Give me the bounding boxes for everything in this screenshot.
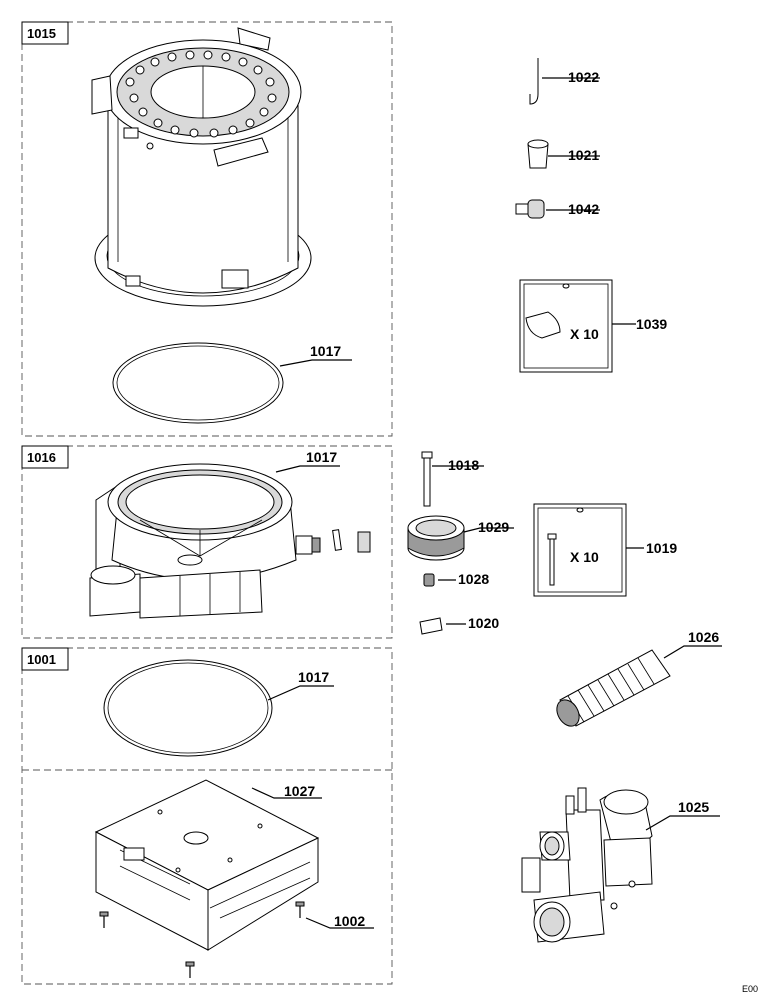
rim-holes (125, 50, 277, 138)
chassis-base: 1027 1002 (94, 779, 374, 978)
label-1027: 1027 (284, 783, 315, 799)
bag-1019: X 10 1019 (533, 503, 677, 597)
label-1025: 1025 (678, 799, 709, 815)
label-1017-a: 1017 (310, 343, 341, 359)
label-1022: 1022 (568, 69, 599, 85)
bag-1039: X 10 1039 (519, 279, 667, 373)
group-1015-frame: 1015 (21, 21, 393, 437)
clip-1028: 1028 (423, 571, 489, 587)
label-1042: 1042 (568, 201, 599, 217)
label-1021: 1021 (568, 147, 599, 163)
sensor-1042: 1042 (515, 199, 600, 219)
group-1016-frame: 1016 (21, 445, 393, 639)
label-1018: 1018 (448, 457, 479, 473)
group-1001-frame: 1001 (21, 647, 393, 985)
heat-exchanger-cylinder (91, 27, 312, 307)
label-1020: 1020 (468, 615, 499, 631)
cap-1021: 1021 (527, 139, 600, 169)
plate-1020: 1020 (419, 615, 499, 635)
manifold-1025: 1025 (521, 787, 720, 943)
hose-1026: 1026 (556, 629, 722, 727)
label-1028: 1028 (458, 571, 489, 587)
drawing-code: E00 (742, 984, 758, 994)
label-1026: 1026 (688, 629, 719, 645)
coil-1029: 1029 (407, 515, 514, 561)
gasket-ring-top: 1017 (112, 342, 352, 424)
label-1019: 1019 (646, 540, 677, 556)
j-hook-1022: 1022 (529, 58, 600, 105)
group-label-1001: 1001 (27, 652, 56, 667)
screw-1018: 1018 (421, 451, 484, 507)
label-1017-b: 1017 (306, 449, 337, 465)
label-1017-c: 1017 (298, 669, 329, 685)
combustion-chamber: 1017 (89, 449, 371, 619)
gasket-ring-bottom: 1017 (103, 659, 334, 757)
label-1002: 1002 (334, 913, 365, 929)
group-label-1016: 1016 (27, 450, 56, 465)
group-label-1015: 1015 (27, 26, 56, 41)
label-1039: 1039 (636, 316, 667, 332)
qty-1019: X 10 (570, 549, 599, 565)
screw-icon (99, 901, 305, 978)
label-1029: 1029 (478, 519, 509, 535)
qty-1039: X 10 (570, 326, 599, 342)
